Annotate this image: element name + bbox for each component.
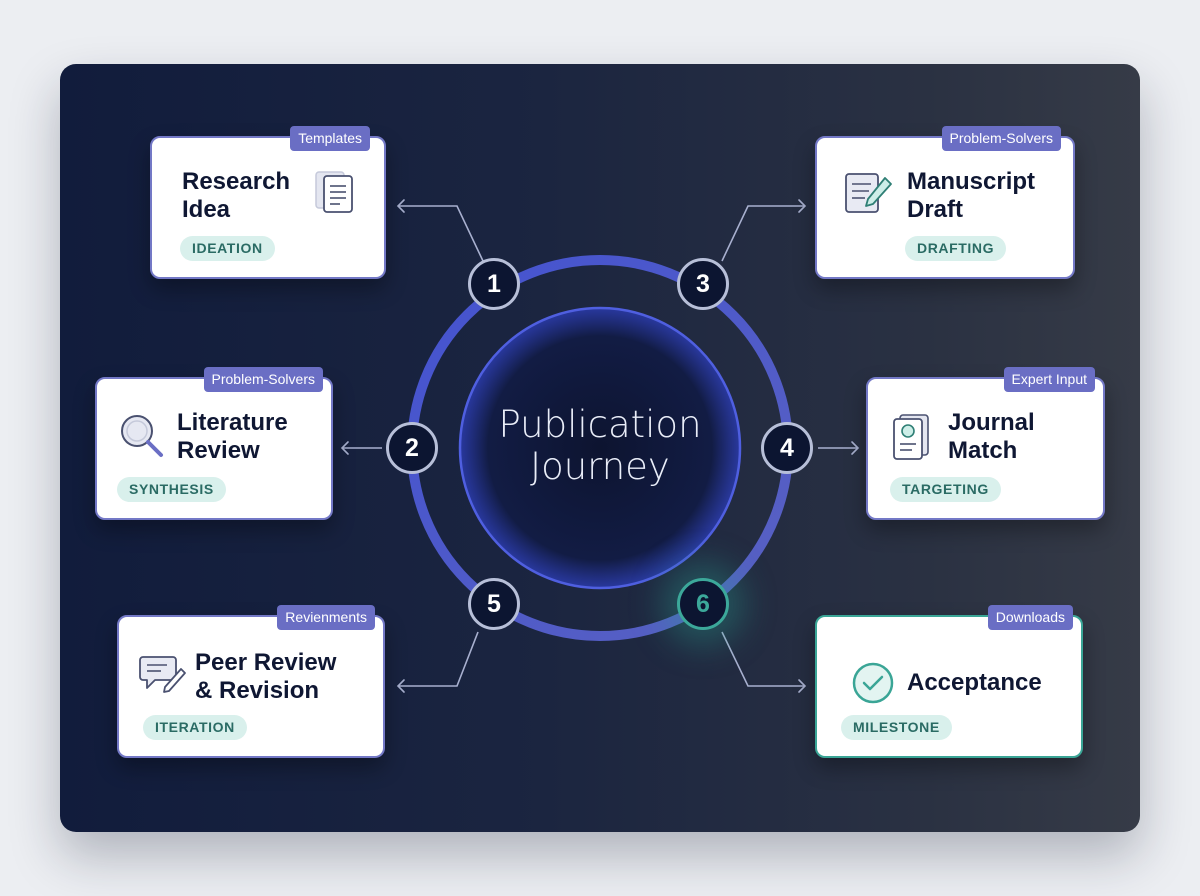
- card-title: Research Idea: [182, 168, 291, 223]
- inner-disc: [458, 306, 742, 590]
- step-node-1[interactable]: 1: [468, 258, 520, 310]
- card-tag: IDEATION: [180, 236, 275, 261]
- card-peer-review[interactable]: Revienments Peer Review & Revision ITERA…: [117, 605, 385, 758]
- chat-edit-icon: [139, 656, 186, 693]
- arrowhead-6: [798, 679, 807, 693]
- card-badge: Problem-Solvers: [941, 126, 1061, 151]
- journal-icon: [893, 414, 929, 460]
- card-journal-match[interactable]: Expert Input Journal Match TARGETING: [866, 367, 1105, 520]
- card-title: Acceptance: [907, 669, 1042, 696]
- card-tag: ITERATION: [143, 715, 247, 740]
- arrowheads: [340, 199, 860, 693]
- card-tag: MILESTONE: [841, 715, 952, 740]
- card-badge: Downloads: [987, 605, 1073, 630]
- arrowhead-3: [798, 199, 807, 213]
- step-node-6[interactable]: 6: [677, 578, 729, 630]
- document-edit-icon: [845, 173, 892, 213]
- card-badge: Problem-Solvers: [203, 367, 323, 392]
- step-node-3[interactable]: 3: [677, 258, 729, 310]
- card-badge: Templates: [290, 126, 370, 151]
- card-tag: DRAFTING: [905, 236, 1007, 261]
- card-title: Literature Review: [177, 409, 288, 464]
- card-tag: SYNTHESIS: [117, 477, 226, 502]
- card-research-idea[interactable]: Templates Research Idea IDEATION: [150, 126, 386, 279]
- connector-1: [398, 205, 484, 262]
- magnifier-icon: [121, 415, 163, 457]
- arrowhead-4: [851, 441, 860, 455]
- arrowhead-1: [396, 199, 405, 213]
- arrowhead-2: [340, 441, 349, 455]
- card-title: Manuscript Draft: [907, 168, 1036, 223]
- connector-3: [721, 205, 805, 262]
- card-badge: Revienments: [277, 605, 375, 630]
- document-stack-icon: [315, 171, 353, 213]
- card-manuscript-draft[interactable]: Problem-Solvers Manuscript Draft DRAFTIN…: [815, 126, 1075, 279]
- step-node-4[interactable]: 4: [761, 422, 813, 474]
- card-tag: TARGETING: [890, 477, 1001, 502]
- card-badge: Expert Input: [1003, 367, 1095, 392]
- step-node-2[interactable]: 2: [386, 422, 438, 474]
- check-circle-icon: [852, 662, 894, 704]
- card-acceptance[interactable]: Downloads Acceptance MILESTONE: [815, 605, 1083, 758]
- connector-6: [721, 631, 805, 687]
- center-title: Publication Journey: [498, 403, 702, 488]
- connector-layer: [340, 199, 860, 693]
- diagram-panel: Publication Journey 1 2 3 4 5 6 Template…: [60, 64, 1140, 832]
- card-title: Peer Review & Revision: [195, 649, 337, 704]
- connector-5: [398, 631, 479, 687]
- step-node-5[interactable]: 5: [468, 578, 520, 630]
- card-title: Journal Match: [948, 409, 1035, 464]
- arrowhead-5: [396, 679, 405, 693]
- connectors: [342, 205, 858, 687]
- card-literature-review[interactable]: Problem-Solvers Literature Review SYNTHE…: [95, 367, 333, 520]
